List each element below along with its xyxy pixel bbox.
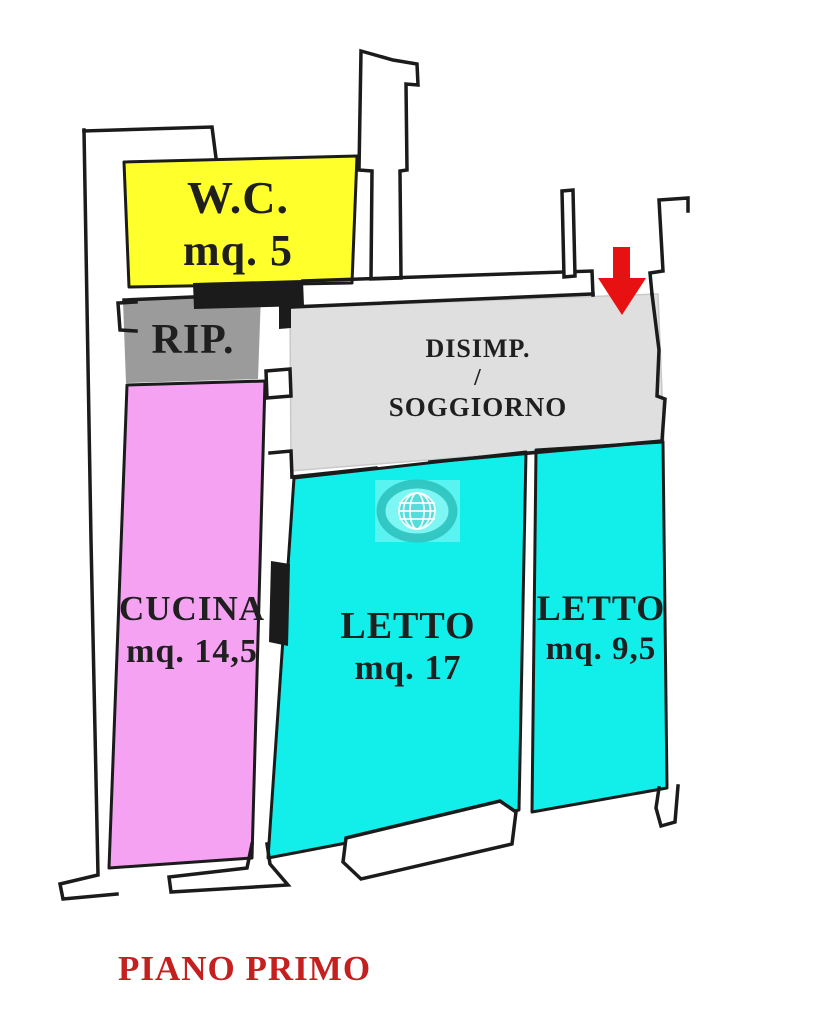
entrance-arrow-icon xyxy=(598,247,646,315)
wall-letto-grande-topleft xyxy=(290,466,378,479)
room-letto-piccolo-label: LETTO xyxy=(537,588,665,628)
wall-pier-middle xyxy=(560,188,577,279)
wall-hook-right xyxy=(648,196,690,296)
wall-letto-top xyxy=(428,439,664,464)
door-rip-disimp xyxy=(264,367,293,400)
wall-disimp-right xyxy=(650,292,667,443)
room-wc-label: W.C. xyxy=(187,172,289,223)
room-disimp-label-line2: / xyxy=(473,365,482,391)
room-disimp-label-line3: SOGGIORNO xyxy=(389,392,568,422)
room-rip-label: RIP. xyxy=(152,317,235,363)
corridor-wall-lower xyxy=(289,292,595,309)
wall-rip-top xyxy=(122,292,263,302)
wall-top-left xyxy=(82,125,218,160)
wall-door-cucina-letto xyxy=(269,561,290,646)
room-letto-piccolo-area: mq. 9,5 xyxy=(546,631,657,667)
rooms xyxy=(107,154,669,870)
room-wc xyxy=(122,154,359,289)
room-cucina xyxy=(107,379,267,870)
balcony-outline xyxy=(341,799,518,881)
room-cucina-label: CUCINA xyxy=(119,589,265,628)
labels: W.C. mq. 5 RIP. DISIMP. / SOGGIORNO CUCI… xyxy=(118,172,665,988)
floor-title: PIANO PRIMO xyxy=(118,949,371,988)
room-disimp-label-line1: DISIMP. xyxy=(425,334,530,363)
wall-rip-left-notch xyxy=(116,300,138,333)
room-cucina-area: mq. 14,5 xyxy=(126,633,258,670)
wall-jamb-disimp-topleft xyxy=(279,301,291,329)
chimney-wall xyxy=(357,48,420,281)
wall-foot-bottom-right xyxy=(654,784,680,829)
wall-corner-disimp-letto xyxy=(268,449,294,479)
corridor-wall-upper xyxy=(301,269,595,297)
wall-foot-bottom-center xyxy=(167,841,292,894)
room-letto-grande-label: LETTO xyxy=(340,605,475,647)
room-rip xyxy=(123,294,261,383)
room-letto-grande-area: mq. 17 xyxy=(354,648,461,687)
room-wc-area: mq. 5 xyxy=(183,226,293,275)
wall-linework xyxy=(57,48,690,901)
exterior-wall-left xyxy=(57,128,119,901)
globe-watermark-icon xyxy=(375,479,460,543)
